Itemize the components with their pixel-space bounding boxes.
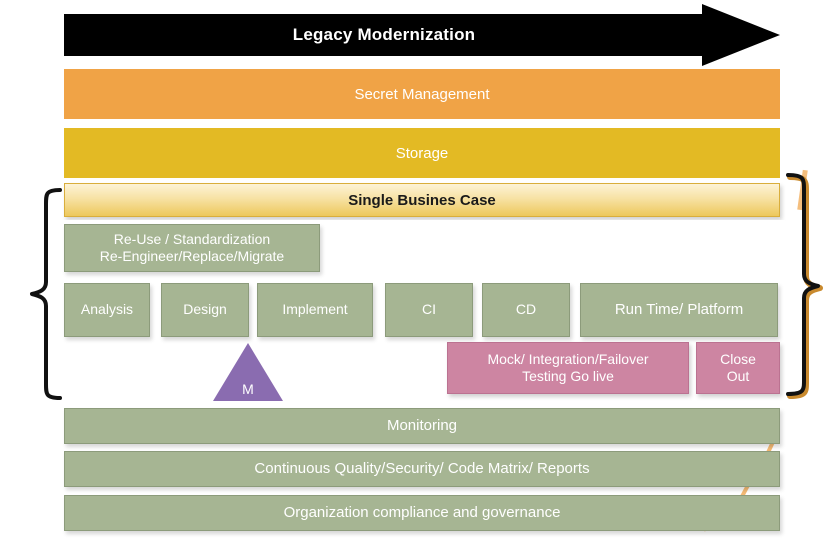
- left-curly-brace-icon: [28, 186, 62, 402]
- close-out-box[interactable]: Close Out: [696, 342, 780, 394]
- stage-box-design[interactable]: Design: [161, 283, 249, 337]
- approach-line-2: Re-Engineer/Replace/Migrate: [99, 248, 285, 264]
- stage-box-analysis[interactable]: Analysis: [64, 283, 150, 337]
- milestone-triangle[interactable]: M: [213, 343, 283, 401]
- testing-line-2: Testing Go live: [522, 368, 614, 384]
- stage-box-run-time-platform[interactable]: Run Time/ Platform: [580, 283, 778, 337]
- stage-box-implement[interactable]: Implement: [257, 283, 373, 337]
- arrow-body: [64, 14, 704, 56]
- storage-label: Storage: [395, 144, 449, 162]
- stage-label-cd: CD: [515, 301, 537, 318]
- continuous-quality-bar[interactable]: Continuous Quality/Security/ Code Matrix…: [64, 451, 780, 487]
- secret-management-label: Secret Management: [354, 85, 490, 103]
- stage-label-design: Design: [183, 301, 227, 318]
- stage-label-analysis: Analysis: [80, 301, 134, 318]
- organization-compliance-label: Organization compliance and governance: [283, 503, 561, 521]
- stage-box-ci[interactable]: CI: [385, 283, 473, 337]
- close-out-line-1: Close: [720, 350, 756, 367]
- stage-label-run-time-platform: Run Time/ Platform: [614, 300, 744, 318]
- triangle-icon: [213, 343, 283, 401]
- secret-management-bar[interactable]: Secret Management: [64, 69, 780, 119]
- single-business-case-bar[interactable]: Single Busines Case: [64, 183, 780, 217]
- continuous-quality-label: Continuous Quality/Security/ Code Matrix…: [254, 459, 590, 477]
- stage-label-ci: CI: [422, 301, 436, 318]
- organization-compliance-bar[interactable]: Organization compliance and governance: [64, 495, 780, 531]
- approach-box[interactable]: Re-Use / Standardization Re-Engineer/Rep…: [64, 224, 320, 272]
- right-curly-brace-icon: [784, 172, 824, 402]
- testing-line-1: Mock/ Integration/Failover: [487, 350, 649, 367]
- monitoring-bar[interactable]: Monitoring: [64, 408, 780, 444]
- stage-label-implement: Implement: [282, 301, 348, 318]
- legacy-modernization-arrow: Legacy Modernization: [64, 4, 780, 66]
- stage-box-cd[interactable]: CD: [482, 283, 570, 337]
- banner-title: Legacy Modernization: [292, 25, 476, 44]
- single-business-case-label: Single Busines Case: [348, 191, 496, 209]
- arrow-head-icon: [702, 4, 780, 66]
- testing-box[interactable]: Mock/ Integration/Failover Testing Go li…: [447, 342, 689, 394]
- close-out-line-2: Out: [726, 368, 750, 384]
- monitoring-label: Monitoring: [386, 416, 458, 434]
- storage-bar[interactable]: Storage: [64, 128, 780, 178]
- milestone-label: M: [242, 381, 254, 397]
- approach-line-1: Re-Use / Standardization: [113, 230, 271, 247]
